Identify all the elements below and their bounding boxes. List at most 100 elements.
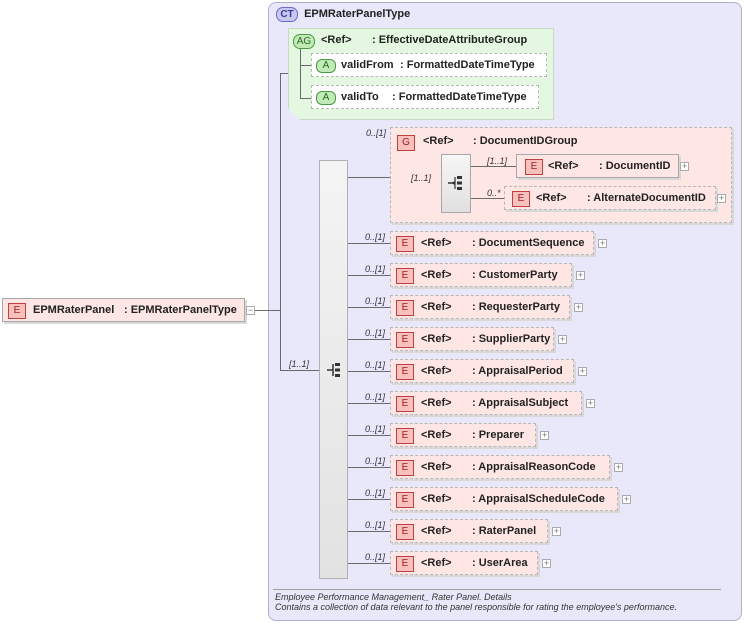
child-multiplicity: 0..* xyxy=(487,188,501,198)
element-ref: <Ref> xyxy=(536,192,567,204)
element-multiplicity: 0..[1] xyxy=(365,296,386,306)
attribute-name: validFrom xyxy=(341,59,394,71)
element-name: : RequesterParty xyxy=(472,301,561,313)
element-ref: <Ref> xyxy=(421,461,452,473)
expand-toggle[interactable]: + xyxy=(552,526,561,536)
element-badge: E xyxy=(396,524,414,540)
element-badge: E xyxy=(396,428,414,444)
expand-toggle[interactable]: + xyxy=(680,161,689,171)
attribute-group-ref: <Ref> xyxy=(321,34,352,46)
element-row[interactable]: E <Ref> : DocumentSequence xyxy=(390,231,594,255)
element-row[interactable]: E <Ref> : AppraisalPeriod xyxy=(390,359,574,383)
element-ref: <Ref> xyxy=(548,160,579,172)
element-row[interactable]: E <Ref> : AppraisalScheduleCode xyxy=(390,487,618,511)
attribute-group-badge: AG xyxy=(293,34,315,49)
element-multiplicity: 0..[1] xyxy=(365,488,386,498)
element-badge: E xyxy=(8,303,26,319)
element-name: : DocumentID xyxy=(599,160,671,172)
expand-toggle[interactable]: + xyxy=(558,334,567,344)
root-element-type: : EPMRaterPanelType xyxy=(124,304,237,316)
expand-toggle[interactable]: − xyxy=(246,305,255,315)
element-multiplicity: 0..[1] xyxy=(365,360,386,370)
element-ref: <Ref> xyxy=(421,365,452,377)
attribute-badge: A xyxy=(316,59,336,73)
element-alternate-document-id[interactable]: E <Ref> : AlternateDocumentID xyxy=(504,186,716,210)
attribute-type: : FormattedDateTimeType xyxy=(392,91,527,103)
element-name: : AppraisalReasonCode xyxy=(472,461,596,473)
element-name: : SupplierParty xyxy=(472,333,551,345)
attribute-validfrom[interactable]: A validFrom : FormattedDateTimeType xyxy=(311,53,547,77)
expand-toggle[interactable]: + xyxy=(542,558,551,568)
element-multiplicity: 0..[1] xyxy=(365,424,386,434)
element-row[interactable]: E <Ref> : AppraisalReasonCode xyxy=(390,455,610,479)
element-name: : AppraisalPeriod xyxy=(472,365,563,377)
element-badge: E xyxy=(396,492,414,508)
element-multiplicity: 0..[1] xyxy=(365,232,386,242)
element-row[interactable]: E <Ref> : UserArea xyxy=(390,551,538,575)
element-multiplicity: 0..[1] xyxy=(365,456,386,466)
element-name: : DocumentSequence xyxy=(472,237,585,249)
element-name: : AppraisalSubject xyxy=(472,397,569,409)
element-ref: <Ref> xyxy=(421,493,452,505)
element-name: : UserArea xyxy=(472,557,528,569)
group-name: : DocumentIDGroup xyxy=(473,135,578,147)
documentation-title: Employee Performance Management_ Rater P… xyxy=(275,592,512,602)
element-badge: E xyxy=(512,191,530,207)
element-badge: E xyxy=(396,236,414,252)
element-badge: E xyxy=(396,556,414,572)
element-badge: E xyxy=(396,332,414,348)
element-ref: <Ref> xyxy=(421,429,452,441)
attribute-group-name: : EffectiveDateAttributeGroup xyxy=(372,34,528,46)
element-ref: <Ref> xyxy=(421,301,452,313)
choice-compositor[interactable] xyxy=(441,154,471,213)
element-multiplicity: 0..[1] xyxy=(365,264,386,274)
element-name: : Preparer xyxy=(472,429,524,441)
element-row[interactable]: E <Ref> : SupplierParty xyxy=(390,327,554,351)
expand-toggle[interactable]: + xyxy=(576,270,585,280)
child-multiplicity: [1..1] xyxy=(487,156,508,166)
expand-toggle[interactable]: + xyxy=(586,398,595,408)
complex-type-name: EPMRaterPanelType xyxy=(304,8,411,20)
element-multiplicity: 0..[1] xyxy=(365,392,386,402)
element-badge: E xyxy=(396,364,414,380)
attribute-badge: A xyxy=(316,91,336,105)
element-name: : RaterPanel xyxy=(472,525,537,537)
element-row[interactable]: E <Ref> : AppraisalSubject xyxy=(390,391,582,415)
element-ref: <Ref> xyxy=(421,237,452,249)
element-row[interactable]: E <Ref> : RequesterParty xyxy=(390,295,570,319)
documentation-description: Contains a collection of data relevant t… xyxy=(275,602,677,612)
complex-type-badge: CT xyxy=(276,7,298,22)
group-badge: G xyxy=(397,135,415,151)
expand-toggle[interactable]: + xyxy=(578,366,587,376)
expand-toggle[interactable]: + xyxy=(540,430,549,440)
element-name: : AlternateDocumentID xyxy=(587,192,706,204)
choice-icon xyxy=(448,176,462,190)
element-row[interactable]: E <Ref> : Preparer xyxy=(390,423,536,447)
element-ref: <Ref> xyxy=(421,333,452,345)
expand-toggle[interactable]: + xyxy=(717,193,726,203)
root-element[interactable]: E EPMRaterPanel : EPMRaterPanelType xyxy=(2,298,245,322)
element-multiplicity: 0..[1] xyxy=(365,328,386,338)
root-element-label: EPMRaterPanel xyxy=(33,304,115,316)
element-ref: <Ref> xyxy=(421,557,452,569)
element-badge: E xyxy=(396,460,414,476)
element-document-id[interactable]: E <Ref> : DocumentID xyxy=(516,154,679,178)
element-name: : AppraisalScheduleCode xyxy=(472,493,605,505)
documentation: Employee Performance Management_ Rater P… xyxy=(275,592,677,612)
expand-toggle[interactable]: + xyxy=(614,462,623,472)
expand-toggle[interactable]: + xyxy=(574,302,583,312)
element-ref: <Ref> xyxy=(421,397,452,409)
element-row[interactable]: E<Ref>: RaterPanel xyxy=(390,519,548,543)
element-multiplicity: 0..[1] xyxy=(365,552,386,562)
element-multiplicity: 0..[1] xyxy=(365,520,386,530)
element-badge: E xyxy=(396,300,414,316)
complex-type-header: CT EPMRaterPanelType xyxy=(276,7,410,22)
expand-toggle[interactable]: + xyxy=(598,238,607,248)
element-row[interactable]: E<Ref>: CustomerParty xyxy=(390,263,572,287)
attribute-type: : FormattedDateTimeType xyxy=(400,59,535,71)
expand-toggle[interactable]: + xyxy=(622,494,631,504)
sequence-icon xyxy=(327,363,340,377)
attribute-name: validTo xyxy=(341,91,379,103)
element-badge: E xyxy=(396,396,414,412)
attribute-validto[interactable]: A validTo : FormattedDateTimeType xyxy=(311,85,539,109)
